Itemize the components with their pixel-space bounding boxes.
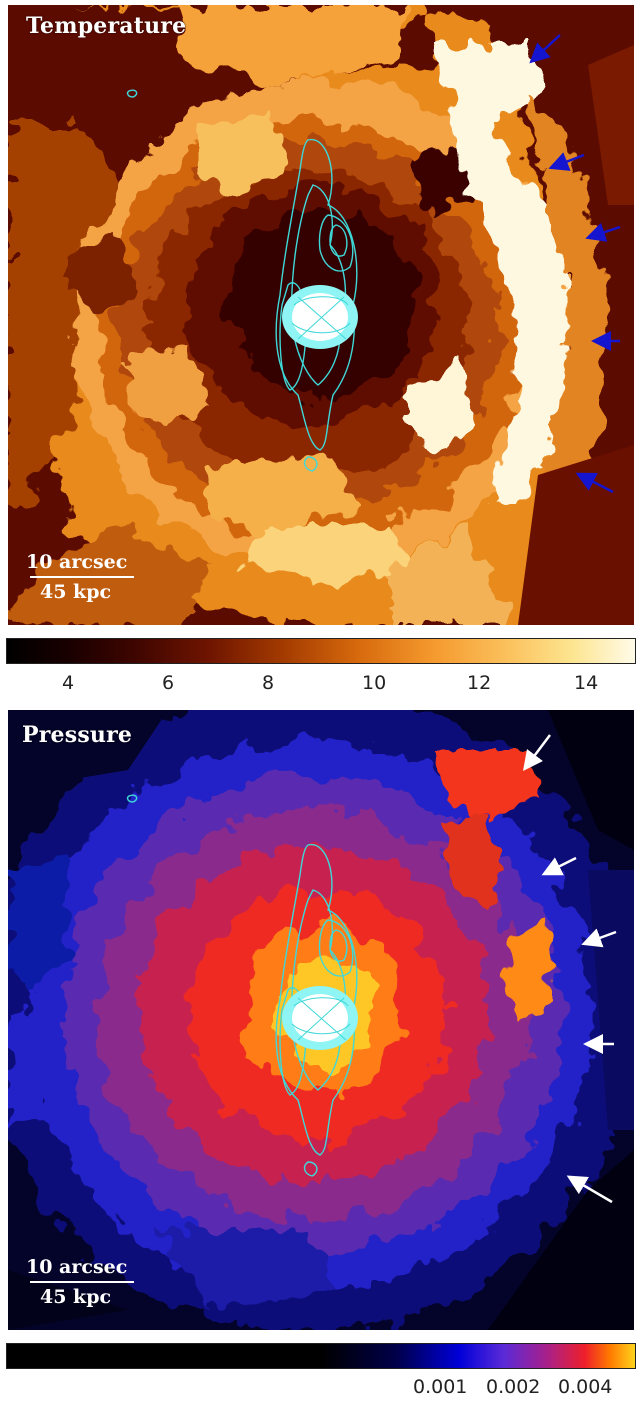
press-tick-0001: 0.001 <box>413 1376 468 1398</box>
scalebar-arcsec-label-pressure: 10 arcsec <box>26 1256 128 1278</box>
temperature-scalebar: 10 arcsec 45 kpc <box>26 551 134 603</box>
temperature-image <box>8 5 634 625</box>
radio-contours <box>126 89 358 472</box>
radio-contours-pressure <box>126 794 358 1177</box>
temperature-colorbar <box>6 638 636 664</box>
pressure-map: Pressure 10 arcsec 45 kpc <box>8 710 634 1330</box>
temp-tick-6: 6 <box>162 672 175 694</box>
press-tick-0002: 0.002 <box>486 1376 541 1398</box>
temp-tick-4: 4 <box>62 672 75 694</box>
press-tick-0004: 0.004 <box>558 1376 613 1398</box>
temp-tick-10: 10 <box>362 672 387 694</box>
pressure-image <box>8 710 634 1330</box>
scalebar-kpc-label-pressure: 45 kpc <box>40 1286 112 1308</box>
temp-tick-14: 14 <box>574 672 599 694</box>
scalebar-kpc-label: 45 kpc <box>40 581 112 603</box>
pressure-colorbar <box>6 1343 636 1369</box>
temp-tick-8: 8 <box>262 672 275 694</box>
temperature-title: Temperature <box>26 13 187 39</box>
scalebar-arcsec-label: 10 arcsec <box>26 551 128 573</box>
scalebar-line <box>30 576 134 578</box>
temp-tick-12: 12 <box>467 672 492 694</box>
scalebar-line-pressure <box>30 1281 134 1283</box>
pressure-scalebar: 10 arcsec 45 kpc <box>26 1256 134 1308</box>
temperature-map: Temperature 10 arcsec 45 kpc <box>8 5 634 625</box>
pressure-title: Pressure <box>22 722 133 748</box>
